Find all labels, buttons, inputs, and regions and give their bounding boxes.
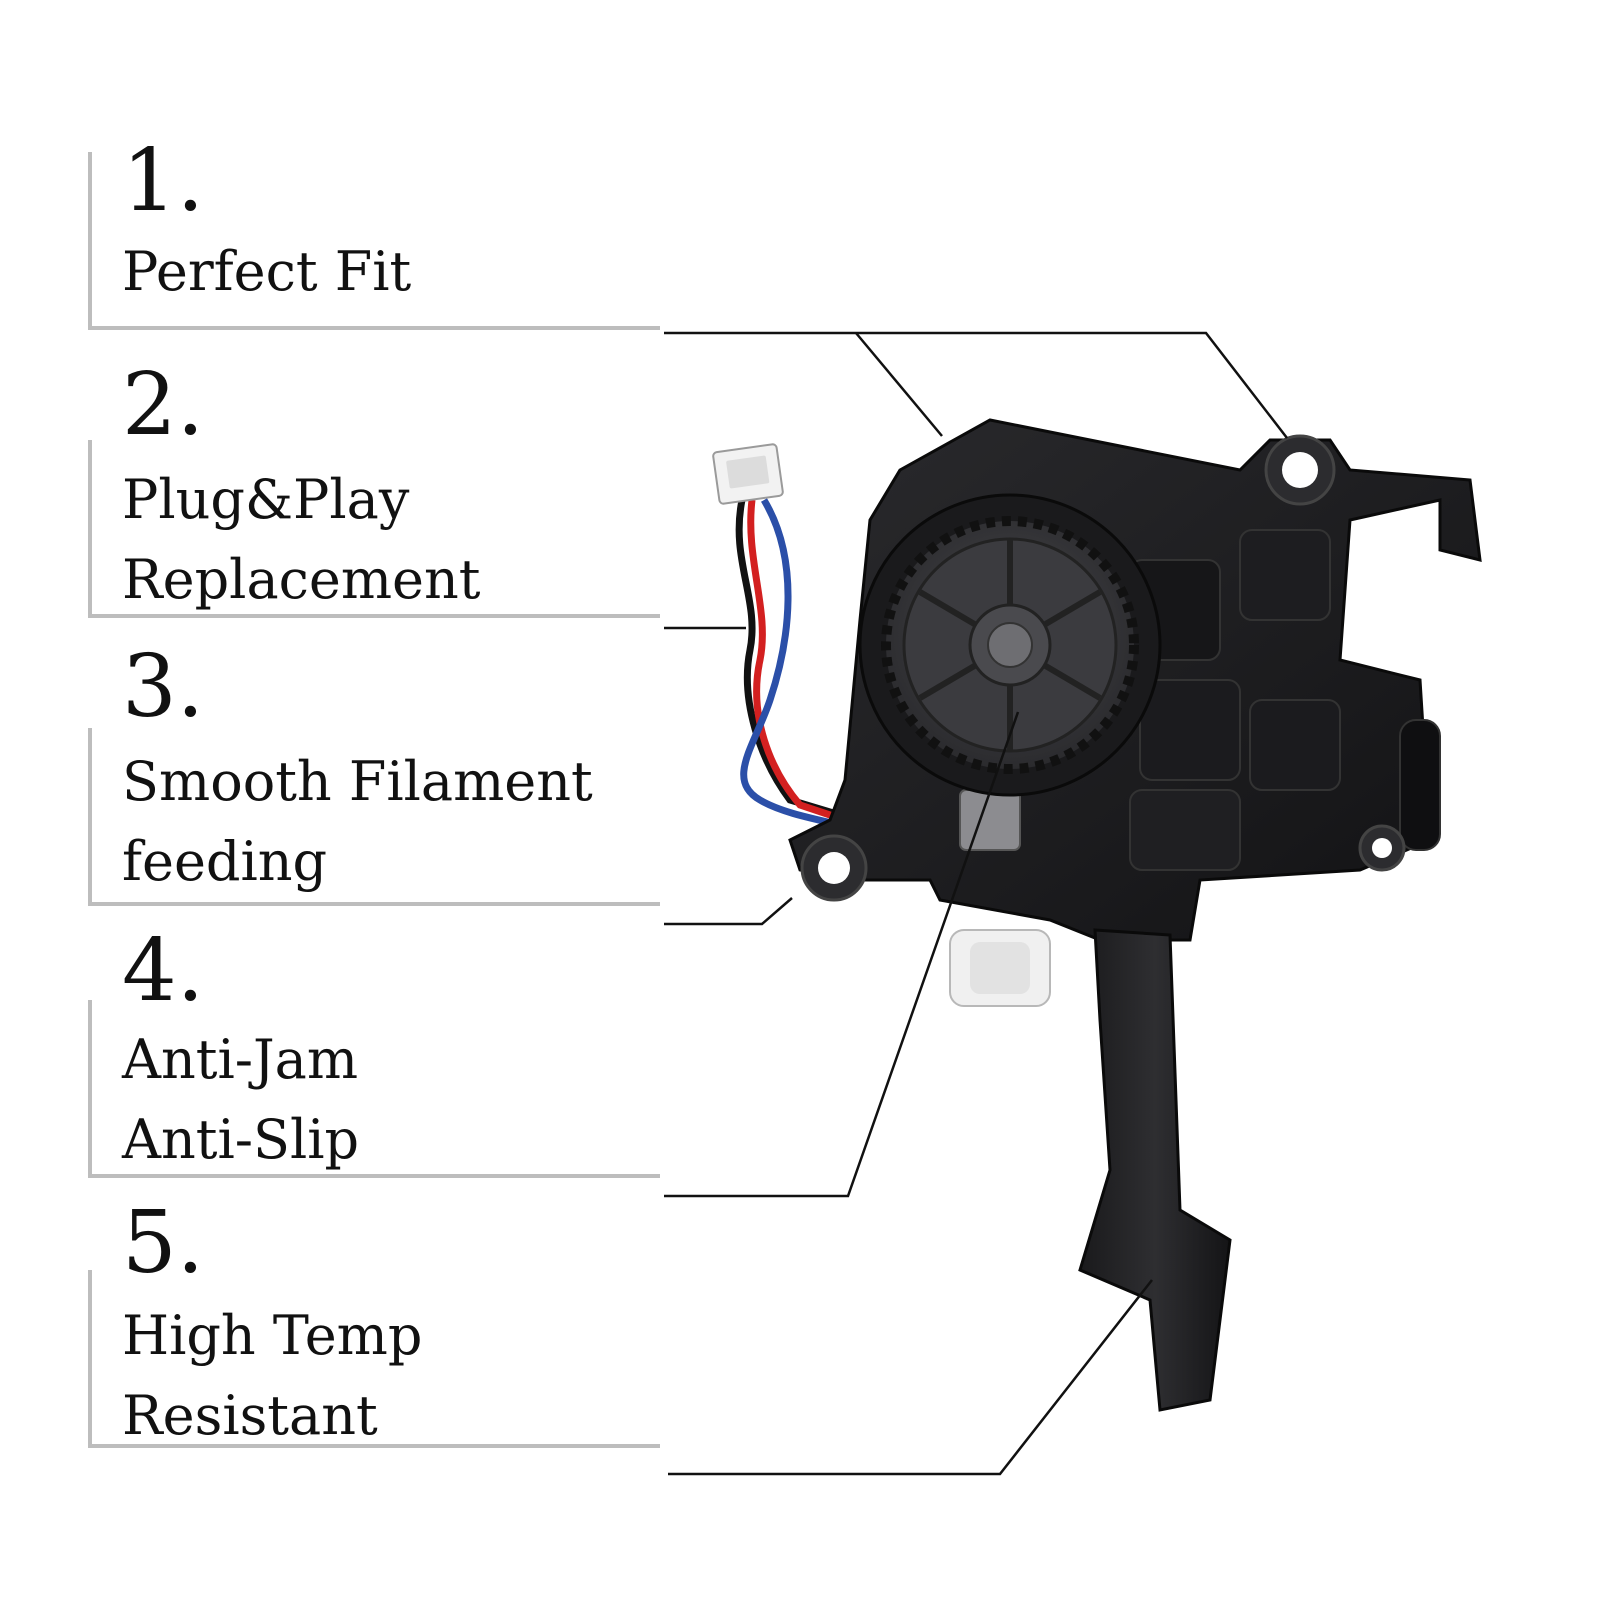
- feature-block-4: [88, 1000, 660, 1178]
- feature-label-2-line-2: Replacement: [122, 548, 481, 611]
- feature-block-2: [88, 440, 660, 618]
- drive-gear: [858, 493, 1162, 797]
- feature-label-1-line-1: Perfect Fit: [122, 240, 412, 303]
- wire-connector: [712, 443, 784, 505]
- feature-number-3: 3.: [122, 637, 205, 737]
- leader-line-1-branch: [855, 332, 943, 437]
- feature-number-4: 4.: [122, 921, 205, 1021]
- feature-label-5-line-1: High Temp: [122, 1304, 423, 1367]
- leader-line-4: [664, 711, 1020, 1198]
- feature-label-5-line-2: Resistant: [122, 1384, 378, 1447]
- feature-label-4-line-2: Anti-Slip: [122, 1108, 360, 1171]
- wire-harness: [735, 498, 847, 830]
- feature-number-5: 5.: [122, 1193, 205, 1293]
- feature-label-2-line-1: Plug&Play: [122, 468, 410, 531]
- tension-lever: [1078, 928, 1232, 1412]
- feature-label-1: Perfect Fit: [122, 232, 411, 312]
- feature-label-2: Plug&Play Replacement: [122, 460, 481, 620]
- feature-label-3-line-1: Smooth Filament: [122, 750, 593, 813]
- leader-line-3: [664, 897, 793, 926]
- leader-lines: [664, 331, 1288, 1476]
- feature-number-1: 1.: [122, 131, 205, 231]
- feature-number-2: 2.: [122, 355, 205, 455]
- feature-label-4: Anti-Jam Anti-Slip: [122, 1020, 359, 1180]
- leader-line-1: [664, 331, 1288, 439]
- feature-block-5: [88, 1270, 660, 1448]
- feature-block-3: [88, 728, 660, 906]
- feature-block-1: [88, 152, 660, 330]
- feature-label-3: Smooth Filament feeding: [122, 742, 593, 902]
- leader-line-5: [668, 1279, 1153, 1476]
- feature-label-5: High Temp Resistant: [122, 1296, 422, 1456]
- feature-label-3-line-2: feeding: [122, 830, 328, 893]
- feature-label-4-line-1: Anti-Jam: [122, 1028, 359, 1091]
